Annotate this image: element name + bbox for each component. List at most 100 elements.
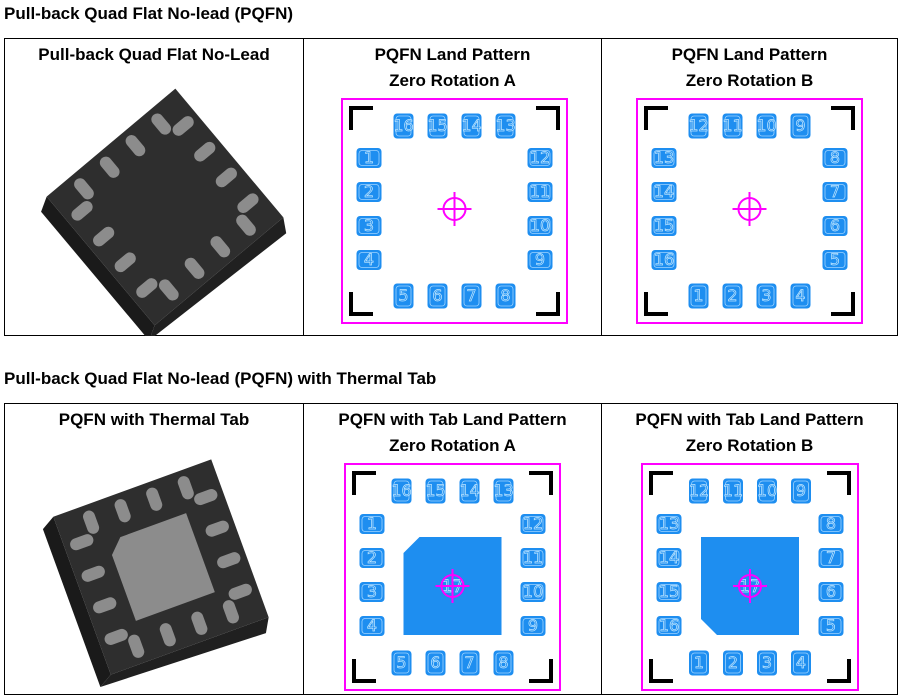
- pad-label: 10: [756, 116, 776, 135]
- pad-label: 4: [796, 653, 806, 672]
- tab-land-pattern-b: 1211109123413141516876517: [641, 463, 859, 691]
- pad: [817, 513, 845, 535]
- pad-inner: [690, 285, 707, 307]
- pad-label: 14: [461, 116, 481, 135]
- pqfn-table: Pull-back Quad Flat No-Lead PQFN Land Pa…: [4, 38, 898, 336]
- pad-inner: [759, 480, 775, 502]
- terminal: [128, 634, 145, 658]
- pad: [755, 112, 778, 140]
- pad-label: 2: [364, 182, 374, 201]
- terminal: [184, 257, 205, 279]
- pad: [390, 477, 413, 505]
- thermal-tab: [111, 513, 215, 621]
- pad-label: 13: [493, 481, 513, 500]
- pad-label: 11: [530, 182, 550, 201]
- pad: [650, 147, 678, 169]
- pad-label: 15: [659, 582, 679, 601]
- pad-inner: [824, 252, 846, 268]
- pad: [494, 112, 517, 140]
- pad-inner: [792, 285, 809, 307]
- terminal: [83, 510, 100, 534]
- cell-title: PQFN with Tab Land Pattern Zero Rotation…: [635, 410, 864, 455]
- pad: [721, 112, 744, 140]
- silkscreen-corner: [827, 471, 851, 495]
- package-side: [149, 217, 287, 336]
- pad-label: 10: [523, 582, 543, 601]
- pad-label: 3: [762, 653, 772, 672]
- package-3d-thermal-image: [42, 459, 269, 687]
- cell-title: PQFN Land Pattern Zero Rotation A: [374, 45, 531, 90]
- pad-label: 10: [757, 481, 777, 500]
- pad: [392, 282, 415, 310]
- terminal: [172, 116, 194, 136]
- pad-label: 4: [795, 286, 805, 305]
- terminal: [93, 226, 115, 247]
- section-title-pqfn-thermal: Pull-back Quad Flat No-lead (PQFN) with …: [4, 369, 437, 388]
- pad: [458, 477, 481, 505]
- pad-label: 5: [398, 286, 408, 305]
- pad: [688, 649, 710, 677]
- pad-label: 6: [826, 582, 836, 601]
- pad-inner: [427, 480, 444, 502]
- cell-package-3d: Pull-back Quad Flat No-Lead: [4, 38, 304, 336]
- terminal: [215, 167, 237, 188]
- pad-inner: [653, 150, 675, 166]
- pqfn-thermal-table: PQFN with Thermal Tab PQFN with Tab Land…: [4, 403, 898, 695]
- courtyard-outline: [341, 98, 568, 324]
- terminal: [99, 156, 120, 178]
- package-side: [100, 617, 269, 687]
- pad: [655, 615, 683, 637]
- pad: [358, 547, 386, 569]
- pad-label: 13: [659, 514, 679, 533]
- pad: [358, 615, 386, 637]
- terminal: [217, 552, 241, 569]
- courtyard-outline: [641, 463, 859, 691]
- pad-inner: [358, 218, 380, 234]
- pad-label: 16: [659, 616, 679, 635]
- pad: [755, 282, 778, 310]
- pad-inner: [759, 652, 775, 674]
- pad: [519, 615, 547, 637]
- pad-label: 7: [830, 182, 840, 201]
- pad-inner: [495, 652, 512, 674]
- pad: [821, 147, 849, 169]
- silkscreen-corner: [831, 106, 855, 130]
- pad: [687, 112, 710, 140]
- pad: [355, 249, 383, 271]
- pad-inner: [427, 652, 444, 674]
- pad: [355, 147, 383, 169]
- pad-inner: [393, 652, 410, 674]
- pad: [526, 147, 554, 169]
- terminal: [93, 597, 117, 614]
- pad-label: 6: [430, 653, 440, 672]
- terminal: [136, 278, 158, 298]
- pad-inner: [361, 618, 383, 634]
- pad: [355, 215, 383, 237]
- pad-label: 9: [535, 250, 545, 269]
- pad-label: 9: [528, 616, 538, 635]
- pad-inner: [658, 550, 680, 566]
- pad-inner: [529, 150, 551, 166]
- pad-inner: [653, 184, 675, 200]
- pad-inner: [758, 115, 775, 137]
- pad-inner: [393, 480, 410, 502]
- pad-inner: [361, 516, 383, 532]
- pad-inner: [529, 252, 551, 268]
- pad-label: 1: [693, 286, 703, 305]
- pad-inner: [724, 285, 741, 307]
- pad: [650, 249, 678, 271]
- pad: [424, 477, 447, 505]
- silkscreen-corner: [644, 292, 668, 316]
- pad-label: 7: [464, 653, 474, 672]
- pad-label: 7: [466, 286, 476, 305]
- silkscreen-corner: [529, 471, 553, 495]
- pad: [426, 112, 449, 140]
- terminal: [237, 193, 259, 214]
- cell-title: PQFN with Tab Land Pattern Zero Rotation…: [338, 410, 567, 455]
- cell-title: PQFN with Thermal Tab: [58, 410, 250, 429]
- pad: [358, 513, 386, 535]
